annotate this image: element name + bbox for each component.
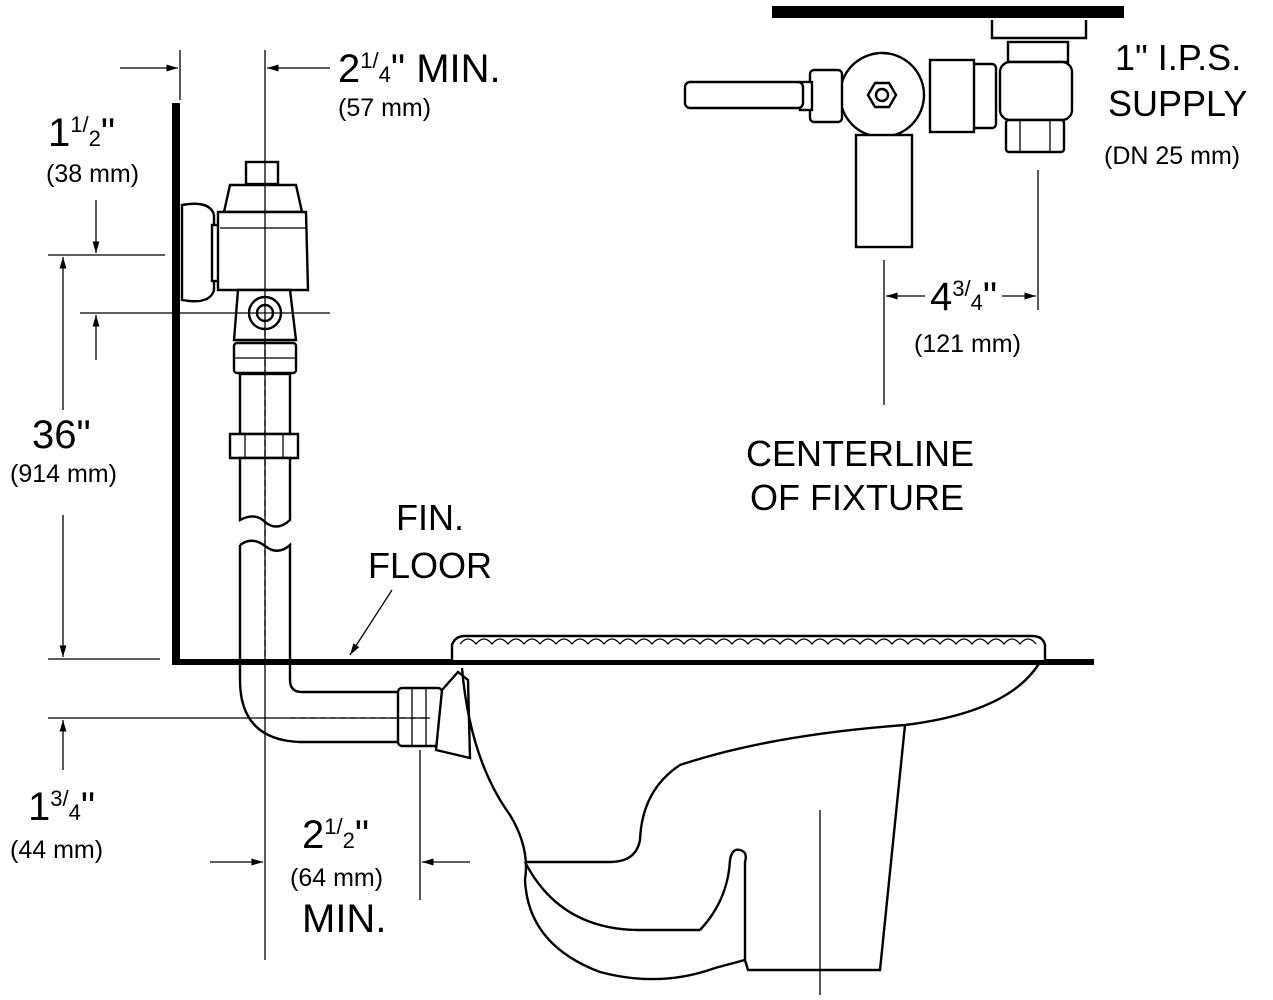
- supply-gap-whole: 2: [338, 47, 360, 91]
- dim-below-floor: 13/4" (44 mm): [10, 717, 430, 864]
- finished-floor-label: FIN. FLOOR: [349, 497, 492, 656]
- svg-text:11/2": 11/2": [48, 111, 115, 155]
- floor-label-1: FIN.: [396, 497, 464, 538]
- below-floor-metric: (44 mm): [10, 836, 103, 864]
- top-view-wall: [772, 6, 1124, 18]
- centerline-label: CENTERLINE OF FIXTURE: [746, 433, 974, 518]
- height-value: 36": [32, 413, 91, 457]
- supply-gap-suffix: " MIN.: [391, 47, 501, 91]
- centerline-label-1: CENTERLINE: [746, 433, 974, 474]
- svg-text:13/4": 13/4": [28, 785, 95, 829]
- urinal-fixture: [434, 634, 1047, 981]
- supply-label: 1" I.P.S. SUPPLY (DN 25 mm): [1104, 37, 1247, 170]
- supply-gap-den: 4: [379, 62, 391, 87]
- wall: [172, 103, 180, 665]
- centerline-metric: (121 mm): [914, 330, 1021, 358]
- supply-label-1: 1" I.P.S.: [1115, 37, 1241, 78]
- spud-gap-metric: (64 mm): [290, 864, 383, 892]
- flush-pipe: [238, 665, 444, 748]
- supply-gap-metric: (57 mm): [338, 94, 431, 122]
- flush-valve-side: [180, 160, 310, 660]
- svg-text:21/4" MIN.: 21/4" MIN.: [338, 47, 501, 91]
- dim-height: 36" (914 mm): [10, 257, 160, 660]
- wall-offset-metric: (38 mm): [46, 160, 139, 188]
- wall-offset-whole: 1: [48, 111, 70, 155]
- supply-label-2: SUPPLY: [1108, 83, 1247, 124]
- centerline-label-2: OF FIXTURE: [750, 477, 964, 518]
- supply-label-3: (DN 25 mm): [1104, 142, 1240, 170]
- dim-supply-gap: 21/4" MIN. (57 mm): [120, 47, 501, 122]
- height-metric: (914 mm): [10, 460, 117, 488]
- svg-text:21/2": 21/2": [302, 813, 369, 857]
- dim-wall-offset: 11/2" (38 mm): [46, 111, 330, 360]
- dim-spud-gap: 21/2" (64 mm) MIN.: [210, 750, 470, 941]
- finished-floor-line: [172, 659, 1094, 665]
- dim-centerline: 43/4" (121 mm): [886, 275, 1036, 358]
- svg-text:43/4": 43/4": [930, 275, 997, 319]
- supply-gap-num: 1: [360, 48, 372, 73]
- floor-label-2: FLOOR: [368, 545, 492, 586]
- flush-valve-top-view: [683, 6, 1124, 405]
- spud-gap-tail: MIN.: [302, 897, 386, 941]
